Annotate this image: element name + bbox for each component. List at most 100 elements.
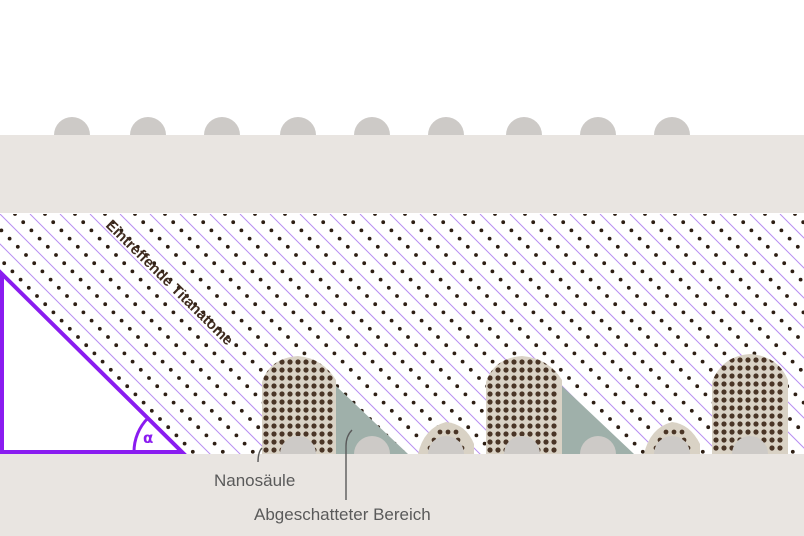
atom-dot [722,351,727,356]
atom-dot [490,359,495,364]
pillar-atom [769,445,775,451]
pillar-atom [761,365,767,371]
atom-dot [801,310,804,315]
atom-dot [299,228,304,233]
pillar-atom [503,407,509,413]
atom-dot [283,302,288,307]
pillar-atom [527,359,533,365]
atom-dot [632,351,637,356]
pillar-atom [551,447,557,453]
atom-dot [553,214,557,216]
pillar-atom [319,431,325,437]
atom-dot [575,294,579,298]
atom-dot [665,384,670,389]
pillar-atom [311,399,317,405]
atom-dot [337,236,342,241]
pillar-atom [319,439,325,445]
pillar-atom [263,415,269,421]
seed-bump [354,436,390,454]
atom-dot [796,335,800,339]
small-pillar-atom [437,429,443,435]
pillar-atom [543,439,549,445]
atom-dot [714,253,718,257]
atom-dot [435,244,440,249]
pillar-atom [543,399,549,405]
atom-dot [447,376,451,380]
pillar-atom [327,447,333,453]
pillar-atom [287,423,293,429]
atom-dot [765,244,770,249]
atom-dot [482,441,487,446]
atom-dot [329,228,334,233]
atom-dot [605,294,609,298]
pillar-atom [495,375,501,381]
pillar-atom [287,359,293,365]
atom-dot [457,326,462,331]
atom-dot [395,384,400,389]
atom-dot [228,277,233,282]
atom-dot [130,269,135,274]
atom-dot [695,384,700,389]
atom-dot [417,376,421,380]
atom-dot [558,277,563,282]
pillar-atom [311,391,317,397]
pillar-atom [745,365,751,371]
atom-dot [670,359,675,364]
atom-dot [163,392,168,397]
pillar-atom [713,373,719,379]
pillar-atom [721,389,727,395]
atom-dot [452,351,457,356]
atom-dot [138,367,143,372]
pillar-atom [503,431,509,437]
pillar-atom [495,431,501,437]
atom-dot [255,244,260,249]
atom-dot [705,244,710,249]
pillar-atom [503,439,509,445]
atom-dot [733,302,738,307]
angle-label: α [143,429,153,447]
pillar-atom [271,415,277,421]
pillar-atom [753,421,759,427]
pillar-atom [263,383,269,389]
pillar-atom [287,407,293,413]
atom-dot [59,318,64,323]
atom-dot [253,302,258,307]
atom-dot [670,269,675,274]
pillar-atom [511,431,517,437]
atom-dot [185,294,189,298]
atom-dot [637,236,642,241]
beam-guide-line [479,214,721,454]
atom-dot [141,400,146,405]
atom-dot [408,367,413,372]
pillar-atom [519,407,525,413]
atom-dot [223,214,227,216]
pillar-atom [721,373,727,379]
pillar-atom [777,389,783,395]
atom-dot [787,326,792,331]
atom-dot [182,261,187,266]
atom-dot [201,220,206,225]
pillar-atom [713,397,719,403]
atom-dot [127,326,132,331]
atom-dot [176,285,181,290]
pillar-atom [713,429,719,435]
atom-dot [237,376,241,380]
atom-dot [547,236,552,241]
pillar-atom [263,439,269,445]
atom-dot [266,285,271,290]
top-bump [130,117,166,135]
atom-dot [15,244,20,249]
atom-dot [168,277,173,282]
atom-dot [209,228,214,233]
pillar-atom [729,381,735,387]
pillar-atom [745,413,751,419]
atom-dot [635,294,639,298]
pillar-atom [327,415,333,421]
atom-dot [793,214,797,216]
atom-dot [155,294,159,298]
atom-dot [741,220,746,225]
atom-dot [365,294,369,298]
atom-dot [193,302,198,307]
atom-dot [722,261,727,266]
pillar-atom [327,375,333,381]
